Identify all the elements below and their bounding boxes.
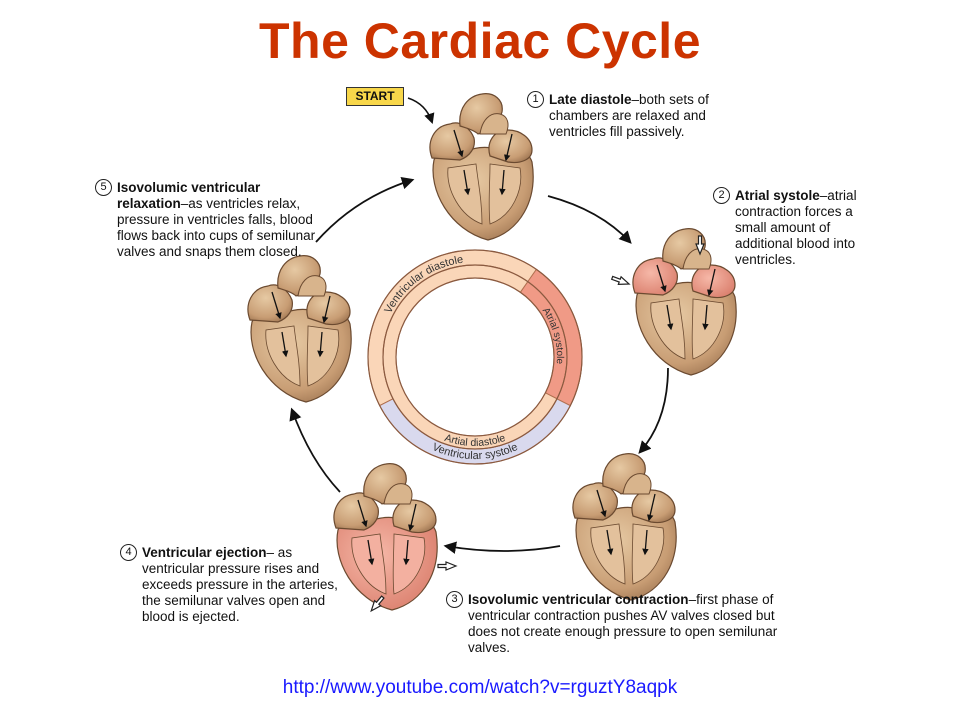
blood-flow-arrow <box>606 529 614 556</box>
blood-flow-arrow <box>642 529 649 556</box>
heart-late-diastole <box>429 93 534 241</box>
step-number-badge: 2 <box>713 187 730 204</box>
right-atrium <box>691 264 736 299</box>
start-arrow <box>407 97 435 124</box>
blood-flow-arrow <box>453 129 464 158</box>
pulmonary-trunk <box>297 275 327 297</box>
cycle-arrow-1-to-2 <box>547 195 632 244</box>
step-text: –first phase of ventricular contraction … <box>468 592 778 655</box>
step-heading: Ventricular ejection <box>142 545 267 560</box>
blood-flow-arrow <box>403 539 410 566</box>
blood-flow-arrow <box>504 133 513 162</box>
cycle-arrows <box>289 97 669 554</box>
blood-flow-arrow <box>596 489 607 518</box>
ring-outline <box>382 264 568 450</box>
step-text: – as ventricular pressure rises and exce… <box>142 545 338 624</box>
heart-ventricular-ejection <box>333 463 438 611</box>
blood-flow-arrow <box>499 169 506 196</box>
right-atrium <box>631 489 676 524</box>
blood-flow-arrow <box>408 503 417 532</box>
heart-atrial-systole <box>632 228 737 376</box>
step-text: –both sets of chambers are relaxed and v… <box>549 92 709 139</box>
step-number-badge: 3 <box>446 591 463 608</box>
blood-flow-arrow <box>281 331 289 358</box>
page-title: The Cardiac Cycle <box>258 13 702 69</box>
hearts <box>247 93 737 611</box>
pulmonary-trunk <box>383 483 413 505</box>
step-5-caption: 5 Isovolumic ventricular relaxation–as v… <box>95 179 327 260</box>
ring-outline <box>367 249 583 465</box>
ring-outline <box>395 277 555 437</box>
heart-isovolumic-contraction <box>572 453 677 601</box>
cycle-arrow-5-to-1 <box>315 177 415 243</box>
ring-label-atrial-diastole: Artial diastole <box>443 432 507 449</box>
cycle-arrow-2-to-3 <box>638 367 669 454</box>
step-number-badge: 1 <box>527 91 544 108</box>
blood-flow-arrow <box>647 493 656 522</box>
pulmonary-trunk <box>479 113 509 135</box>
pulmonary-trunk <box>682 248 712 270</box>
blood-flow-arrow <box>271 291 282 320</box>
step-text: –as ventricles relax, pressure in ventri… <box>117 196 316 259</box>
ventricular-contraction-arrow-right <box>437 561 458 571</box>
blood-flow-arrow <box>317 331 324 358</box>
right-atrium <box>488 129 533 164</box>
step-text: –atrial contraction forces a small amoun… <box>735 188 857 267</box>
step-heading: Isovolumic ventricular contraction <box>468 592 689 607</box>
blood-flow-arrow <box>322 295 331 324</box>
step-heading: Late diastole <box>549 92 632 107</box>
right-atrium <box>392 499 437 534</box>
blood-flow-arrow <box>463 169 471 196</box>
blood-flow-arrow <box>357 499 368 528</box>
start-label: START <box>346 87 404 106</box>
atrial-contraction-arrow-top <box>695 235 705 256</box>
pulmonary-trunk <box>622 473 652 495</box>
blood-flow-arrow <box>702 304 709 331</box>
ventricular-contraction-arrow-bottom <box>370 595 385 613</box>
video-link[interactable]: http://www.youtube.com/watch?v=rguztY8aq… <box>282 677 678 698</box>
pressure-arrows <box>370 235 705 613</box>
blood-flow-arrow <box>666 304 674 331</box>
step-2-caption: 2 Atrial systole–atrial contraction forc… <box>713 187 888 268</box>
blood-flow-arrow <box>656 264 667 293</box>
blood-flow-arrow <box>367 539 375 566</box>
right-atrium <box>306 291 351 326</box>
step-3-caption: 3 Isovolumic ventricular contraction–fir… <box>446 591 806 656</box>
step-1-caption: 1 Late diastole–both sets of chambers ar… <box>527 91 737 140</box>
step-number-badge: 4 <box>120 544 137 561</box>
step-4-caption: 4 Ventricular ejection– as ventricular p… <box>120 544 356 625</box>
blood-flow-arrow <box>707 268 716 297</box>
step-heading: Atrial systole <box>735 188 820 203</box>
cycle-arrow-3-to-4 <box>443 541 561 554</box>
heart-isovolumic-relaxation <box>247 255 352 403</box>
step-heading: Isovolumic ventricular relaxation <box>117 180 261 211</box>
step-number-badge: 5 <box>95 179 112 196</box>
atrial-contraction-arrow-left <box>610 275 631 285</box>
cycle-arrow-4-to-5 <box>289 407 341 493</box>
